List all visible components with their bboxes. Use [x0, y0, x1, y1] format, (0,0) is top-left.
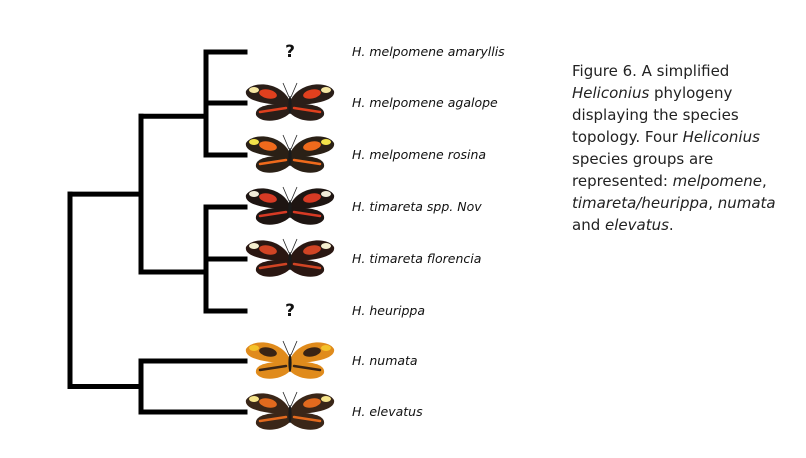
wing-patch: [303, 141, 321, 151]
caption-text: phylogeny displaying the species topolog…: [572, 84, 739, 146]
caption-taxon: numata: [717, 194, 776, 212]
caption-taxon: melpomene: [672, 172, 762, 190]
caption-text: species groups are represented:: [572, 150, 714, 190]
taxon-label: H. melpomene amaryllis: [352, 44, 505, 59]
hindwing-ray: [292, 262, 322, 270]
wing-spot: [249, 191, 259, 197]
antenna: [282, 186, 290, 202]
hindwing-ray: [258, 106, 288, 114]
taxon-label: H. heurippa: [352, 303, 426, 318]
wing-spot: [249, 139, 259, 145]
wing-patch: [259, 398, 277, 408]
figure-caption: Figure 6. A simplified Heliconius phylog…: [572, 60, 792, 236]
wing-patch: [259, 89, 277, 99]
antenna: [290, 186, 298, 202]
wing-spot: [249, 345, 259, 351]
wing-spot: [249, 396, 259, 402]
wing-patch: [303, 398, 321, 408]
wing-patch: [303, 347, 321, 357]
unknown-phenotype-mark: ?: [285, 42, 295, 62]
antenna: [290, 134, 298, 150]
wing-patch: [303, 193, 321, 203]
wing-patch: [303, 89, 321, 99]
caption-text: .: [668, 216, 674, 234]
caption-text: ,: [761, 172, 767, 190]
butterfly-icon: [245, 238, 335, 277]
wing-spot: [321, 345, 331, 351]
hindwing-ray: [258, 364, 288, 372]
butterfly-body: [288, 200, 292, 218]
wing-patch: [259, 141, 277, 151]
caption-taxon: Heliconius: [572, 84, 650, 102]
caption-text: Figure 6. A simplified: [572, 62, 730, 80]
wing-spot: [321, 87, 331, 93]
wing-patch: [259, 245, 277, 255]
hindwing-ray: [292, 210, 322, 218]
caption-text: and: [572, 216, 605, 234]
wing-patch: [303, 245, 321, 255]
butterfly-body: [288, 354, 292, 372]
unknown-phenotype-mark: ?: [285, 301, 295, 321]
wing-patch: [259, 347, 277, 357]
wing-spot: [321, 396, 331, 402]
taxon-label: H. timareta florencia: [352, 251, 482, 266]
wing-spot: [321, 191, 331, 197]
taxon-label: H. timareta spp. Nov: [352, 199, 482, 214]
butterfly-icon: [245, 340, 335, 379]
taxon-label: H. melpomene rosina: [352, 147, 487, 162]
antenna: [282, 340, 290, 356]
caption-taxon: Heliconius: [682, 128, 760, 146]
hindwing-ray: [258, 158, 288, 166]
antenna: [282, 134, 290, 150]
taxon-label: H. melpomene agalope: [352, 95, 498, 110]
caption-text: ,: [708, 194, 718, 212]
hindwing-ray: [258, 262, 288, 270]
wing-spot: [321, 139, 331, 145]
wing-patch: [259, 193, 277, 203]
butterfly-body: [288, 405, 292, 423]
antenna: [290, 82, 298, 98]
wing-spot: [249, 87, 259, 93]
hindwing-ray: [292, 106, 322, 114]
hindwing-ray: [258, 210, 288, 218]
antenna: [290, 238, 298, 254]
antenna: [282, 82, 290, 98]
hindwing-ray: [292, 364, 322, 372]
butterfly-icon: [245, 82, 335, 121]
wing-spot: [249, 243, 259, 249]
caption-taxon: elevatus: [605, 216, 669, 234]
butterfly-icon: [245, 134, 335, 173]
antenna: [282, 238, 290, 254]
butterfly-body: [288, 148, 292, 166]
hindwing-ray: [292, 158, 322, 166]
antenna: [290, 340, 298, 356]
taxon-label: H. elevatus: [352, 404, 423, 419]
wing-spot: [321, 243, 331, 249]
antenna: [290, 391, 298, 407]
taxon-label: H. numata: [352, 353, 418, 368]
butterfly-icon: [245, 391, 335, 430]
hindwing-ray: [258, 415, 288, 423]
caption-taxon: timareta/heurippa: [572, 194, 709, 212]
butterfly-body: [288, 252, 292, 270]
butterfly-body: [288, 96, 292, 114]
antenna: [282, 391, 290, 407]
hindwing-ray: [292, 415, 322, 423]
butterfly-icon: [245, 186, 335, 225]
